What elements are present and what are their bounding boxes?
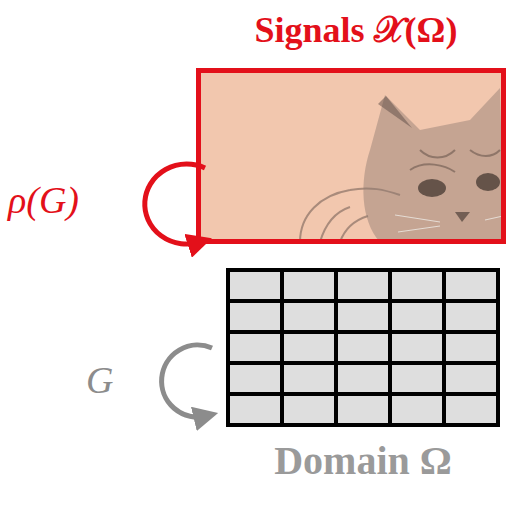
domain-grid: [228, 270, 498, 425]
node-heading: Domain Ω: [274, 439, 452, 483]
node-heading: Signals 𝒳(Ω): [255, 11, 458, 51]
domain-grid-box: Domain Ω: [226, 268, 500, 427]
group-action-arrow: [162, 345, 212, 417]
group-representation-label: ρ(G): [8, 180, 79, 222]
group-label: G: [86, 360, 113, 402]
signal-box: Signals 𝒳(Ω): [196, 68, 506, 244]
cat-image: [198, 70, 504, 242]
